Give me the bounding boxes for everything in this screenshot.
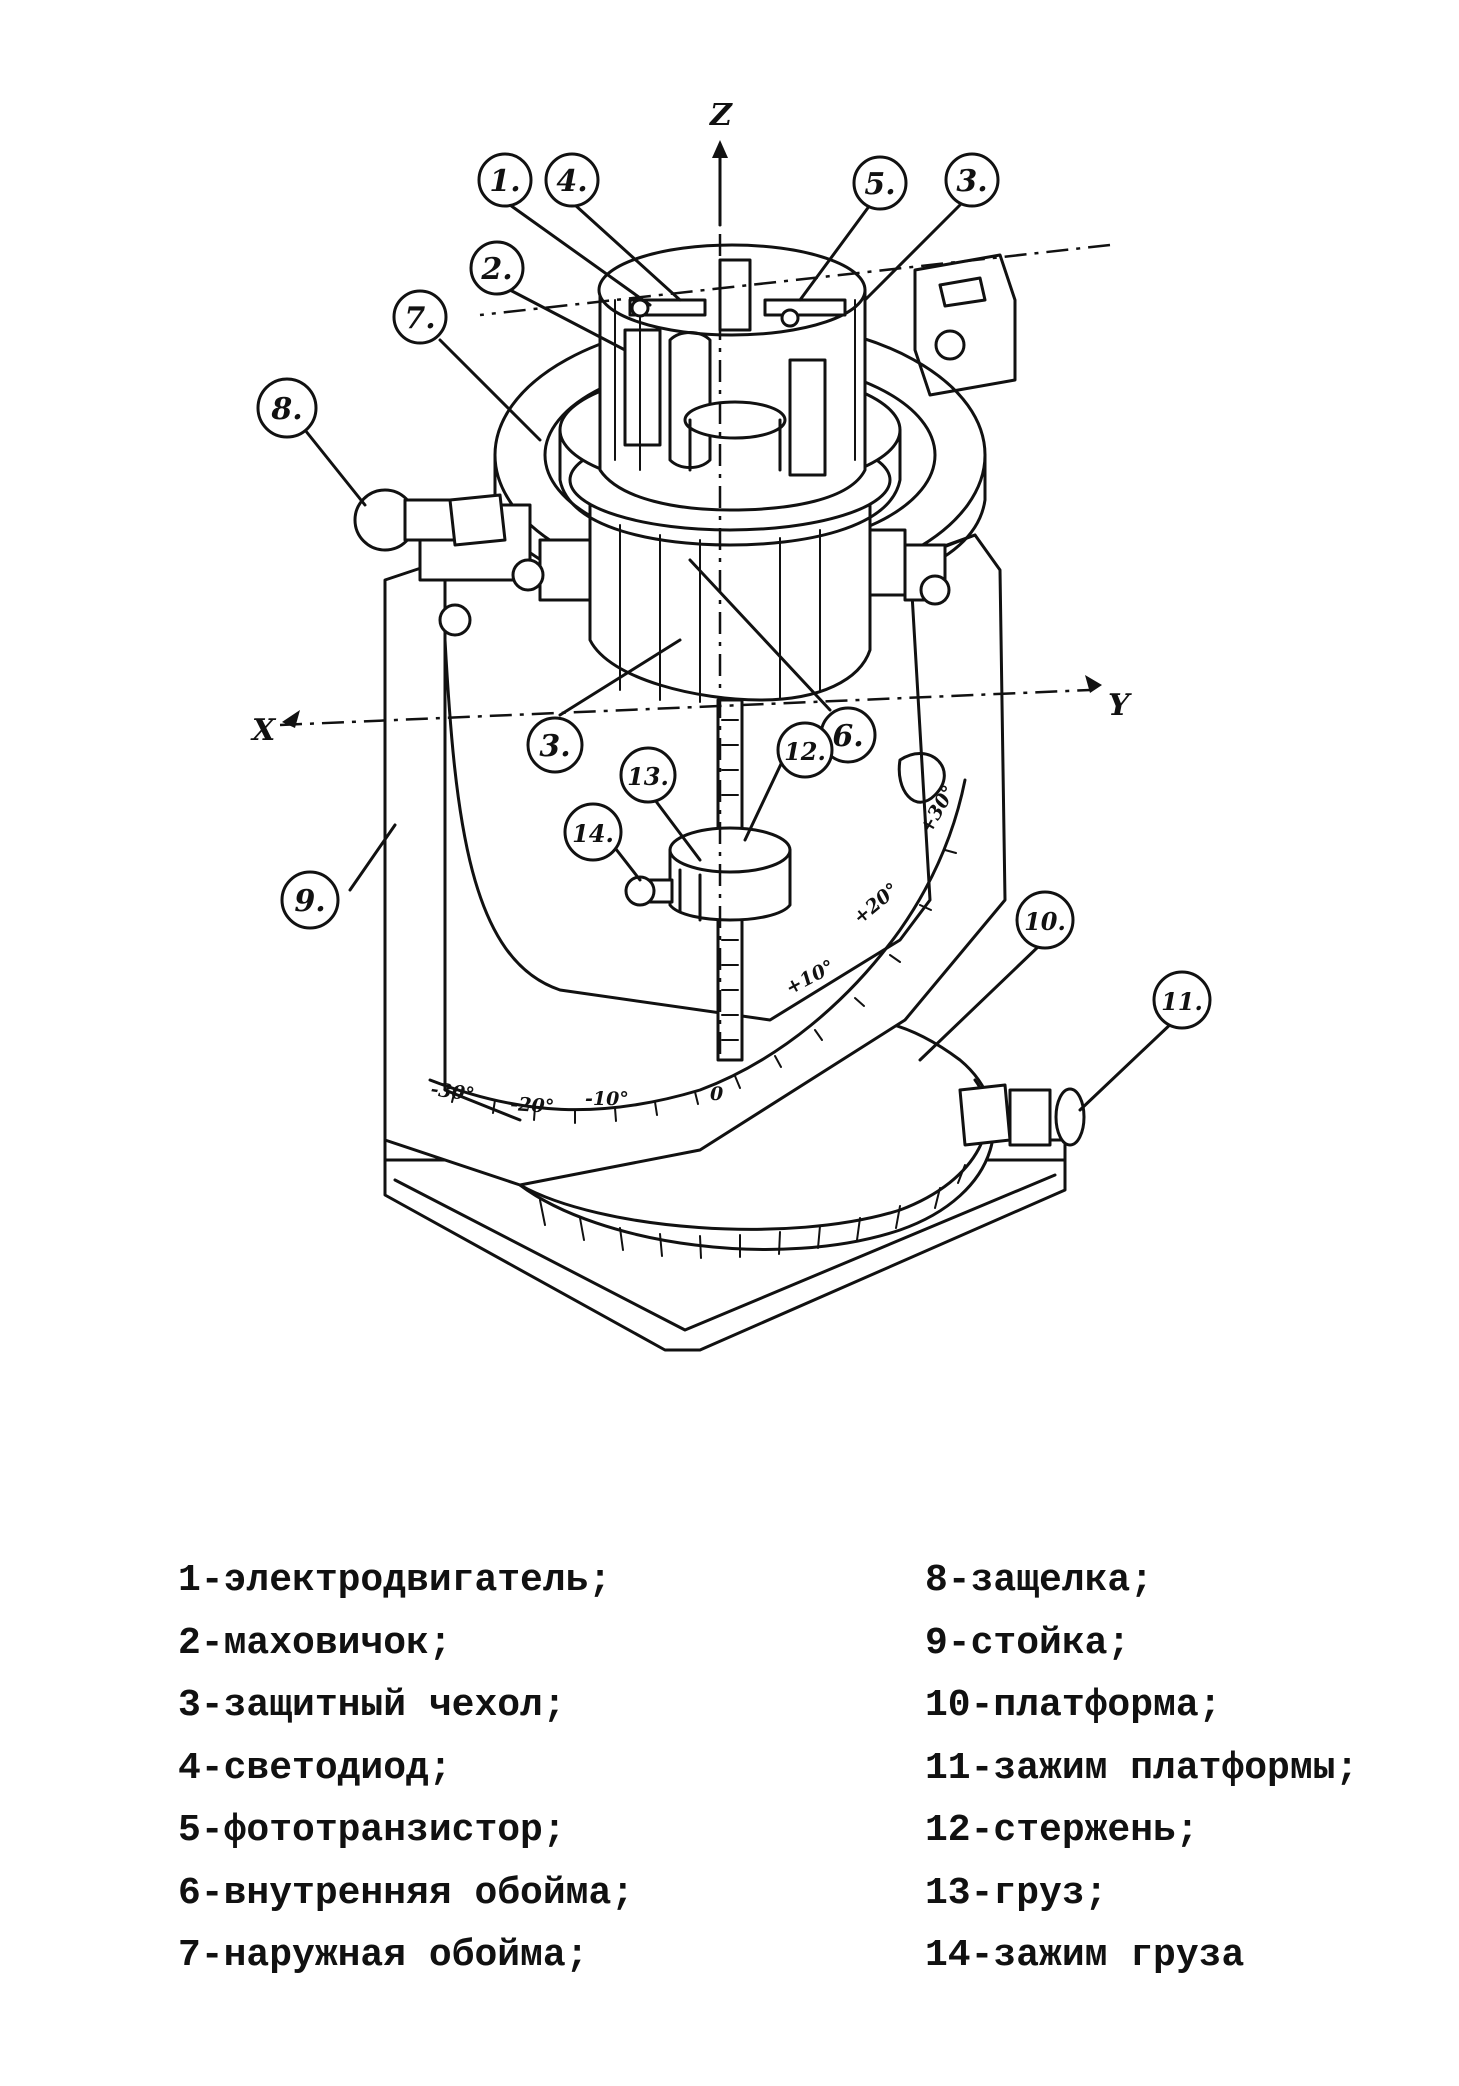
legend-column-left: 1-электродвигатель; 2-маховичок; 3-защит… xyxy=(178,1550,634,1988)
z-axis-label: Z xyxy=(709,98,733,133)
svg-text:1.: 1. xyxy=(489,164,520,199)
legend-item-1: 1-электродвигатель; xyxy=(178,1559,612,1602)
svg-text:5.: 5. xyxy=(864,167,895,202)
weight xyxy=(668,826,792,922)
weight-clamp xyxy=(624,875,674,907)
callout-3-bottom: 3. xyxy=(526,716,584,774)
callout-5: 5. xyxy=(852,155,908,211)
callout-6: 6. xyxy=(819,706,877,764)
callout-14: 14. xyxy=(563,802,623,862)
arc-scale xyxy=(428,752,967,1124)
legend-item-12: 12-стержень; xyxy=(925,1809,1199,1852)
svg-text:12.: 12. xyxy=(784,737,826,766)
svg-text:3.: 3. xyxy=(956,164,987,199)
apparatus-drawing: Z X Y -30° -20° -10° 0 +10° +20° +30° 1. xyxy=(250,98,1212,1352)
legend-item-5: 5-фототранзистор; xyxy=(178,1809,566,1852)
scale-label-m20: -20° xyxy=(510,1093,555,1118)
callout-8: 8. xyxy=(256,377,318,439)
platform-clamp xyxy=(1008,1087,1086,1147)
scale-label-p20: +20° xyxy=(849,879,903,929)
callout-11: 11. xyxy=(1152,970,1212,1030)
svg-text:13.: 13. xyxy=(627,762,669,791)
legend-item-13: 13-груз; xyxy=(925,1871,1108,1915)
svg-text:7.: 7. xyxy=(404,301,435,336)
parts-legend: 1-электродвигатель; 2-маховичок; 3-защит… xyxy=(0,1550,1459,2030)
svg-text:11.: 11. xyxy=(1161,987,1203,1016)
callout-1: 1. xyxy=(477,152,533,208)
svg-text:4.: 4. xyxy=(556,164,587,199)
callout-13: 13. xyxy=(619,746,677,804)
svg-text:14.: 14. xyxy=(572,819,614,848)
x-axis-label: X xyxy=(250,713,277,748)
leader-lines xyxy=(303,203,1177,1112)
legend-item-9: 9-стойка; xyxy=(925,1621,1131,1665)
svg-text:6.: 6. xyxy=(832,719,863,754)
legend-item-4: 4-светодиод; xyxy=(178,1746,452,1790)
callout-9: 9. xyxy=(280,870,340,930)
legend-item-14: 14-зажим груза xyxy=(925,1934,1245,1977)
callout-4: 4. xyxy=(544,152,600,208)
legend-item-2: 2-маховичок; xyxy=(178,1621,452,1665)
legend-item-11: 11-зажим платформы; xyxy=(925,1746,1359,1790)
scale-label-m10: -10° xyxy=(585,1088,629,1110)
svg-text:9.: 9. xyxy=(294,884,325,919)
legend-item-3: 3-защитный чехол; xyxy=(178,1684,566,1727)
callout-10: 10. xyxy=(1015,890,1075,950)
y-axis-label: Y xyxy=(1108,688,1132,723)
latch xyxy=(353,488,507,552)
svg-text:8.: 8. xyxy=(270,392,302,427)
legend-item-7: 7-наружная обойма; xyxy=(178,1934,589,1977)
apparatus-diagram: Z X Y -30° -20° -10° 0 +10° +20° +30° 1. xyxy=(250,98,1212,1352)
legend-item-8: 8-защелка; xyxy=(925,1559,1154,1602)
svg-text:10.: 10. xyxy=(1024,907,1066,936)
axes: Z X Y xyxy=(250,98,1132,1060)
callout-3-top: 3. xyxy=(944,152,1000,208)
svg-text:3.: 3. xyxy=(539,729,570,764)
callout-12: 12. xyxy=(776,721,834,779)
scale-label-0: 0 xyxy=(710,1083,723,1105)
svg-text:2.: 2. xyxy=(480,252,512,287)
callout-2: 2. xyxy=(469,240,525,296)
legend-column-right: 8-защелка; 9-стойка; 10-платформа; 11-за… xyxy=(925,1550,1358,1988)
legend-item-10: 10-платформа; xyxy=(925,1684,1222,1727)
legend-item-6: 6-внутренняя обойма; xyxy=(178,1871,635,1915)
motor-housing xyxy=(597,243,867,512)
callout-7: 7. xyxy=(392,289,448,345)
